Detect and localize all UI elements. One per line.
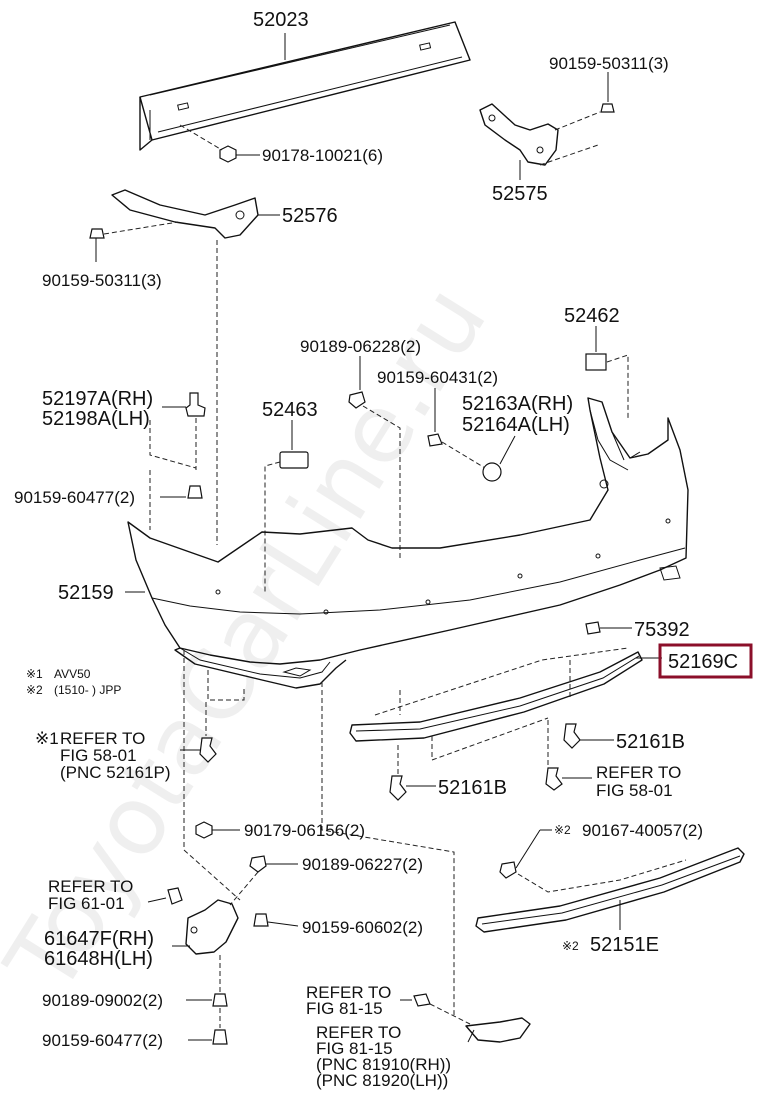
- clip-52161B-right: [563, 723, 581, 749]
- cap-52163A: [482, 462, 502, 482]
- note-2-mark: ※2: [26, 683, 43, 697]
- screw-refer-81-15: [413, 993, 431, 1007]
- label-52163A: 52163A(RH): [462, 393, 573, 415]
- label-52161B-right: 52161B: [616, 731, 685, 753]
- ref1-line2: FIG 58-01: [60, 746, 137, 765]
- label-52197A: 52197A(RH): [42, 388, 153, 410]
- label-52198A: 52198A(LH): [42, 408, 150, 430]
- ref5-line2: FIG 81-15: [316, 1039, 393, 1058]
- label-52462: 52462: [564, 305, 620, 327]
- ref3-line1: REFER TO: [48, 877, 133, 896]
- label-61647F: 61647F(RH): [44, 928, 154, 950]
- label-90179-06156: 90179-06156(2): [244, 821, 365, 840]
- ref1-mark: ※1: [35, 729, 59, 748]
- label-61648H: 61648H(LH): [44, 948, 153, 970]
- ref5-line4: (PNC 81920(LH)): [316, 1071, 448, 1090]
- nut-90179-06156: [195, 821, 213, 839]
- screw-90159-50311-top: [600, 103, 615, 113]
- clip-refer-58-01-right: [545, 767, 563, 791]
- ref4-line2: FIG 81-15: [306, 999, 383, 1018]
- label-52151E-mark: ※2: [562, 939, 579, 953]
- ref1-line1: REFER TO: [60, 729, 145, 748]
- screw-90159-60431: [427, 433, 443, 447]
- screw-90159-60477-upper: [187, 485, 203, 499]
- screw-90159-60602: [253, 913, 269, 927]
- screw-90159-50311-left: [89, 228, 105, 239]
- label-90178-10021: 90178-10021(6): [262, 146, 383, 165]
- molding-52169C: [349, 651, 643, 742]
- pad-52462: [585, 353, 607, 371]
- label-52159: 52159: [58, 582, 114, 604]
- label-90159-60431: 90159-60431(2): [377, 368, 498, 387]
- bracket-52575: [479, 103, 559, 166]
- label-90189-06228: 90189-06228(2): [300, 337, 421, 356]
- retainer-52197A: [185, 392, 206, 417]
- ref4-line1: REFER TO: [306, 983, 391, 1002]
- note-1-text: AVV50: [54, 667, 91, 681]
- label-90189-06227: 90189-06227(2): [302, 855, 423, 874]
- clip-90189-09002: [212, 993, 228, 1007]
- bumper-cover-52159: [127, 397, 689, 689]
- label-52169C[interactable]: 52169C: [668, 651, 738, 673]
- ref1-line3: (PNC 52161P): [60, 763, 171, 782]
- label-90159-60477-upper: 90159-60477(2): [14, 488, 135, 507]
- label-90159-60477-lower: 90159-60477(2): [42, 1031, 163, 1050]
- label-90167-40057: 90167-40057(2): [582, 821, 703, 840]
- label-52164A: 52164A(LH): [462, 414, 570, 436]
- label-90167-mark: ※2: [554, 823, 571, 837]
- pad-52463: [279, 451, 309, 469]
- reinforcement-beam-52023: [139, 21, 471, 151]
- ref3-line2: FIG 61-01: [48, 894, 125, 913]
- clip-90189-06227: [249, 855, 267, 873]
- label-52023: 52023: [253, 9, 309, 31]
- clip-75392: [585, 621, 601, 635]
- reflector-81910: [465, 1017, 531, 1043]
- highlight-box-52169C: [658, 643, 753, 679]
- molding-52151E: [475, 847, 745, 933]
- bracket-61647F: [185, 899, 239, 955]
- label-52161B-mid: 52161B: [438, 777, 507, 799]
- nut-90178: [219, 145, 237, 163]
- screw-90159-60477-lower: [212, 1029, 228, 1045]
- label-90159-50311-top: 90159-50311(3): [549, 54, 669, 73]
- clip-52161B-mid: [389, 775, 407, 801]
- note-1-mark: ※1: [26, 667, 43, 681]
- ref2-line2: FIG 58-01: [596, 781, 673, 800]
- clip-90189-06228: [348, 391, 366, 409]
- clip-refer-61-01: [167, 887, 183, 905]
- note-2-text: (1510- ) JPP: [54, 683, 121, 697]
- label-52575: 52575: [492, 183, 548, 205]
- label-52463: 52463: [262, 399, 318, 421]
- clip-refer-58-01-left: [199, 737, 217, 763]
- ref5-line1: REFER TO: [316, 1023, 401, 1042]
- label-75392: 75392: [634, 619, 690, 641]
- label-90159-50311-left: 90159-50311(3): [42, 271, 162, 290]
- label-52151E: 52151E: [590, 934, 659, 956]
- bracket-52576: [111, 189, 259, 239]
- ref2-line1: REFER TO: [596, 763, 681, 782]
- label-90189-09002: 90189-09002(2): [42, 991, 163, 1010]
- ref5-line3: (PNC 81910(RH)): [316, 1055, 451, 1074]
- clip-90167-40057: [499, 861, 517, 879]
- label-52576: 52576: [282, 205, 338, 227]
- label-90159-60602: 90159-60602(2): [302, 918, 423, 937]
